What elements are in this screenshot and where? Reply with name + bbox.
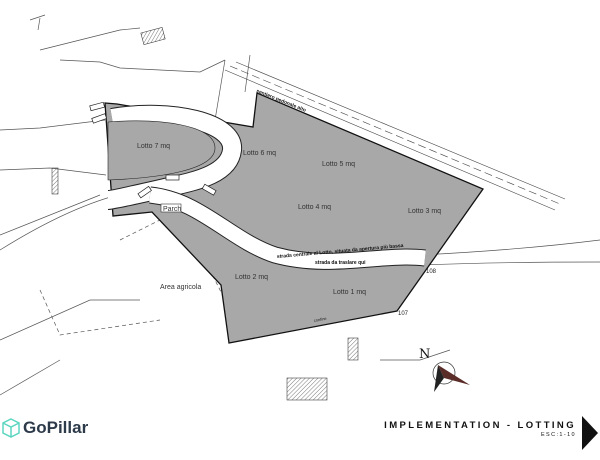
parking-box <box>160 203 182 213</box>
lot-1-label: Lotto 1 mq <box>333 289 366 296</box>
north-label: N <box>419 347 430 362</box>
sheet-scale: ESC:1-10 <box>540 432 576 438</box>
north-arrow-icon: N <box>419 347 470 392</box>
cars <box>89 101 217 199</box>
level-108: 108 <box>426 269 437 275</box>
lot-2-label: Lotto 2 mq <box>235 274 268 281</box>
lot-5-label: Lotto 5 mq <box>322 161 355 168</box>
lot-3-label: Lotto 3 mq <box>408 208 441 215</box>
brand-logo: GoPillar <box>2 418 88 438</box>
site-plan: sentiero pedonale alto Lotto 7 mq Lotto … <box>0 14 600 401</box>
triangle-marker-icon <box>582 416 598 450</box>
context-lines <box>0 14 600 396</box>
lot-7-label: Lotto 7 mq <box>137 143 170 150</box>
lot-6-label: Lotto 6 mq <box>243 150 276 157</box>
pedestrian-path <box>224 61 566 211</box>
sheet-title-block: IMPLEMENTATION - LOTTING ESC:1-10 <box>384 420 576 438</box>
level-107: 107 <box>398 311 409 317</box>
buildings <box>51 26 359 401</box>
brand-name: GoPillar <box>23 418 89 437</box>
sheet-title: IMPLEMENTATION - LOTTING <box>384 420 576 431</box>
footer: GoPillar IMPLEMENTATION - LOTTING ESC:1-… <box>0 410 600 460</box>
agri-label: Area agricola <box>160 284 201 291</box>
road <box>107 104 426 270</box>
cube-logo-icon <box>2 418 20 438</box>
road-label-secondary: strada da traslare qui <box>315 260 366 266</box>
parking-label: Parch <box>163 206 181 213</box>
lot-4-label: Lotto 4 mq <box>298 204 331 211</box>
boundary-label: confine <box>313 316 327 323</box>
